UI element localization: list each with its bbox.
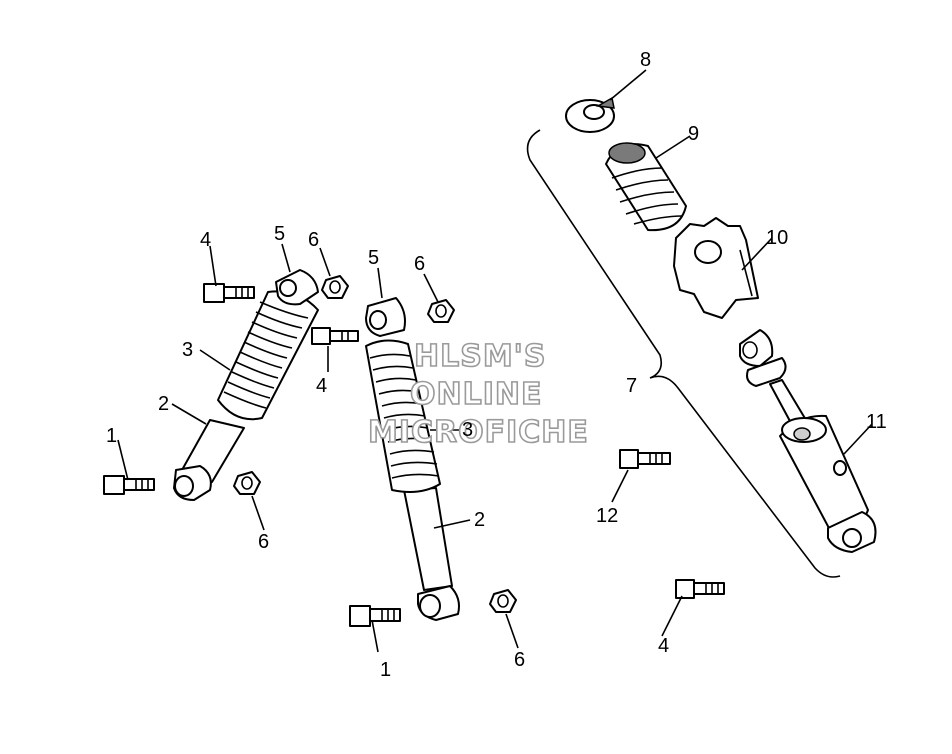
leader-lines	[117, 69, 873, 653]
callout-6-top-center: 6	[414, 253, 425, 275]
spring-retainer-10	[673, 217, 759, 319]
left-shock-absorber	[173, 269, 319, 501]
callout-4-middle: 4	[316, 375, 327, 397]
watermark-line-1: HLSM'S	[414, 339, 546, 374]
callout-3-left: 3	[182, 339, 193, 361]
callout-5-left: 5	[274, 223, 285, 245]
nut-6-d	[489, 589, 517, 613]
callout-2-center: 2	[474, 509, 485, 531]
callout-7: 7	[626, 375, 637, 397]
callout-3-center: 3	[462, 419, 473, 441]
callout-6-bottom-left: 6	[258, 531, 269, 553]
bolt-4-middle	[311, 327, 359, 345]
watermark-line-3: MICROFICHE	[368, 415, 589, 450]
callout-10: 10	[766, 227, 788, 249]
bolt-1-bottom	[349, 605, 401, 627]
bolt-1-left	[103, 475, 155, 495]
callouts: 1 1 2 2 3 3 4 4 4 5 5 6 6 6 6 7 8 9 10 1…	[106, 49, 887, 681]
nut-6-a	[321, 275, 349, 299]
callout-1-bottom: 1	[380, 659, 391, 681]
callout-1-left: 1	[106, 425, 117, 447]
callout-9: 9	[688, 123, 699, 145]
nut-6-b	[427, 299, 455, 323]
washer-8	[565, 96, 615, 133]
callout-6-bottom: 6	[514, 649, 525, 671]
bump-stop-9	[605, 142, 687, 232]
callout-5-center: 5	[368, 247, 379, 269]
callout-12: 12	[596, 505, 618, 527]
callout-6-top-left: 6	[308, 229, 319, 251]
bolt-12	[619, 449, 671, 469]
watermark: HLSM'S ONLINE MICROFICHE	[367, 338, 589, 451]
callout-4-top: 4	[200, 229, 211, 251]
bolt-4-top-left	[203, 283, 255, 303]
callout-4-bottom-right: 4	[658, 635, 669, 657]
center-shock-absorber	[365, 297, 460, 621]
shock-assembly-11	[739, 329, 877, 553]
nut-6-c	[233, 471, 261, 495]
kit-7-bracket	[526, 129, 841, 578]
callout-8: 8	[640, 49, 651, 71]
callout-11: 11	[866, 411, 887, 433]
watermark-line-2: ONLINE	[410, 377, 543, 412]
callout-2-left: 2	[158, 393, 169, 415]
bolt-4-bottom-right	[675, 579, 725, 599]
